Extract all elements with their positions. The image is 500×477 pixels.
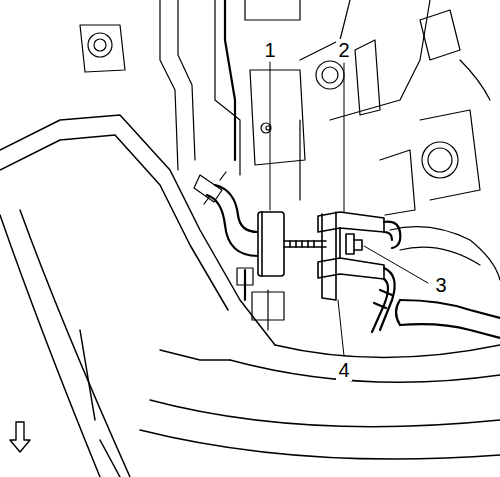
callout-number: 3 — [433, 274, 448, 296]
pipe-block-1 — [258, 212, 326, 276]
callout-number: 4 — [336, 359, 351, 381]
leader-lines — [270, 62, 428, 356]
callout-number: 2 — [336, 39, 351, 61]
callout-number: 1 — [262, 39, 277, 61]
pipe-fitting-2 — [318, 212, 384, 300]
hoses-right — [372, 222, 500, 338]
direction-arrow — [10, 422, 30, 452]
refrigerant-pipes — [207, 0, 258, 300]
body-panel — [0, 115, 500, 477]
